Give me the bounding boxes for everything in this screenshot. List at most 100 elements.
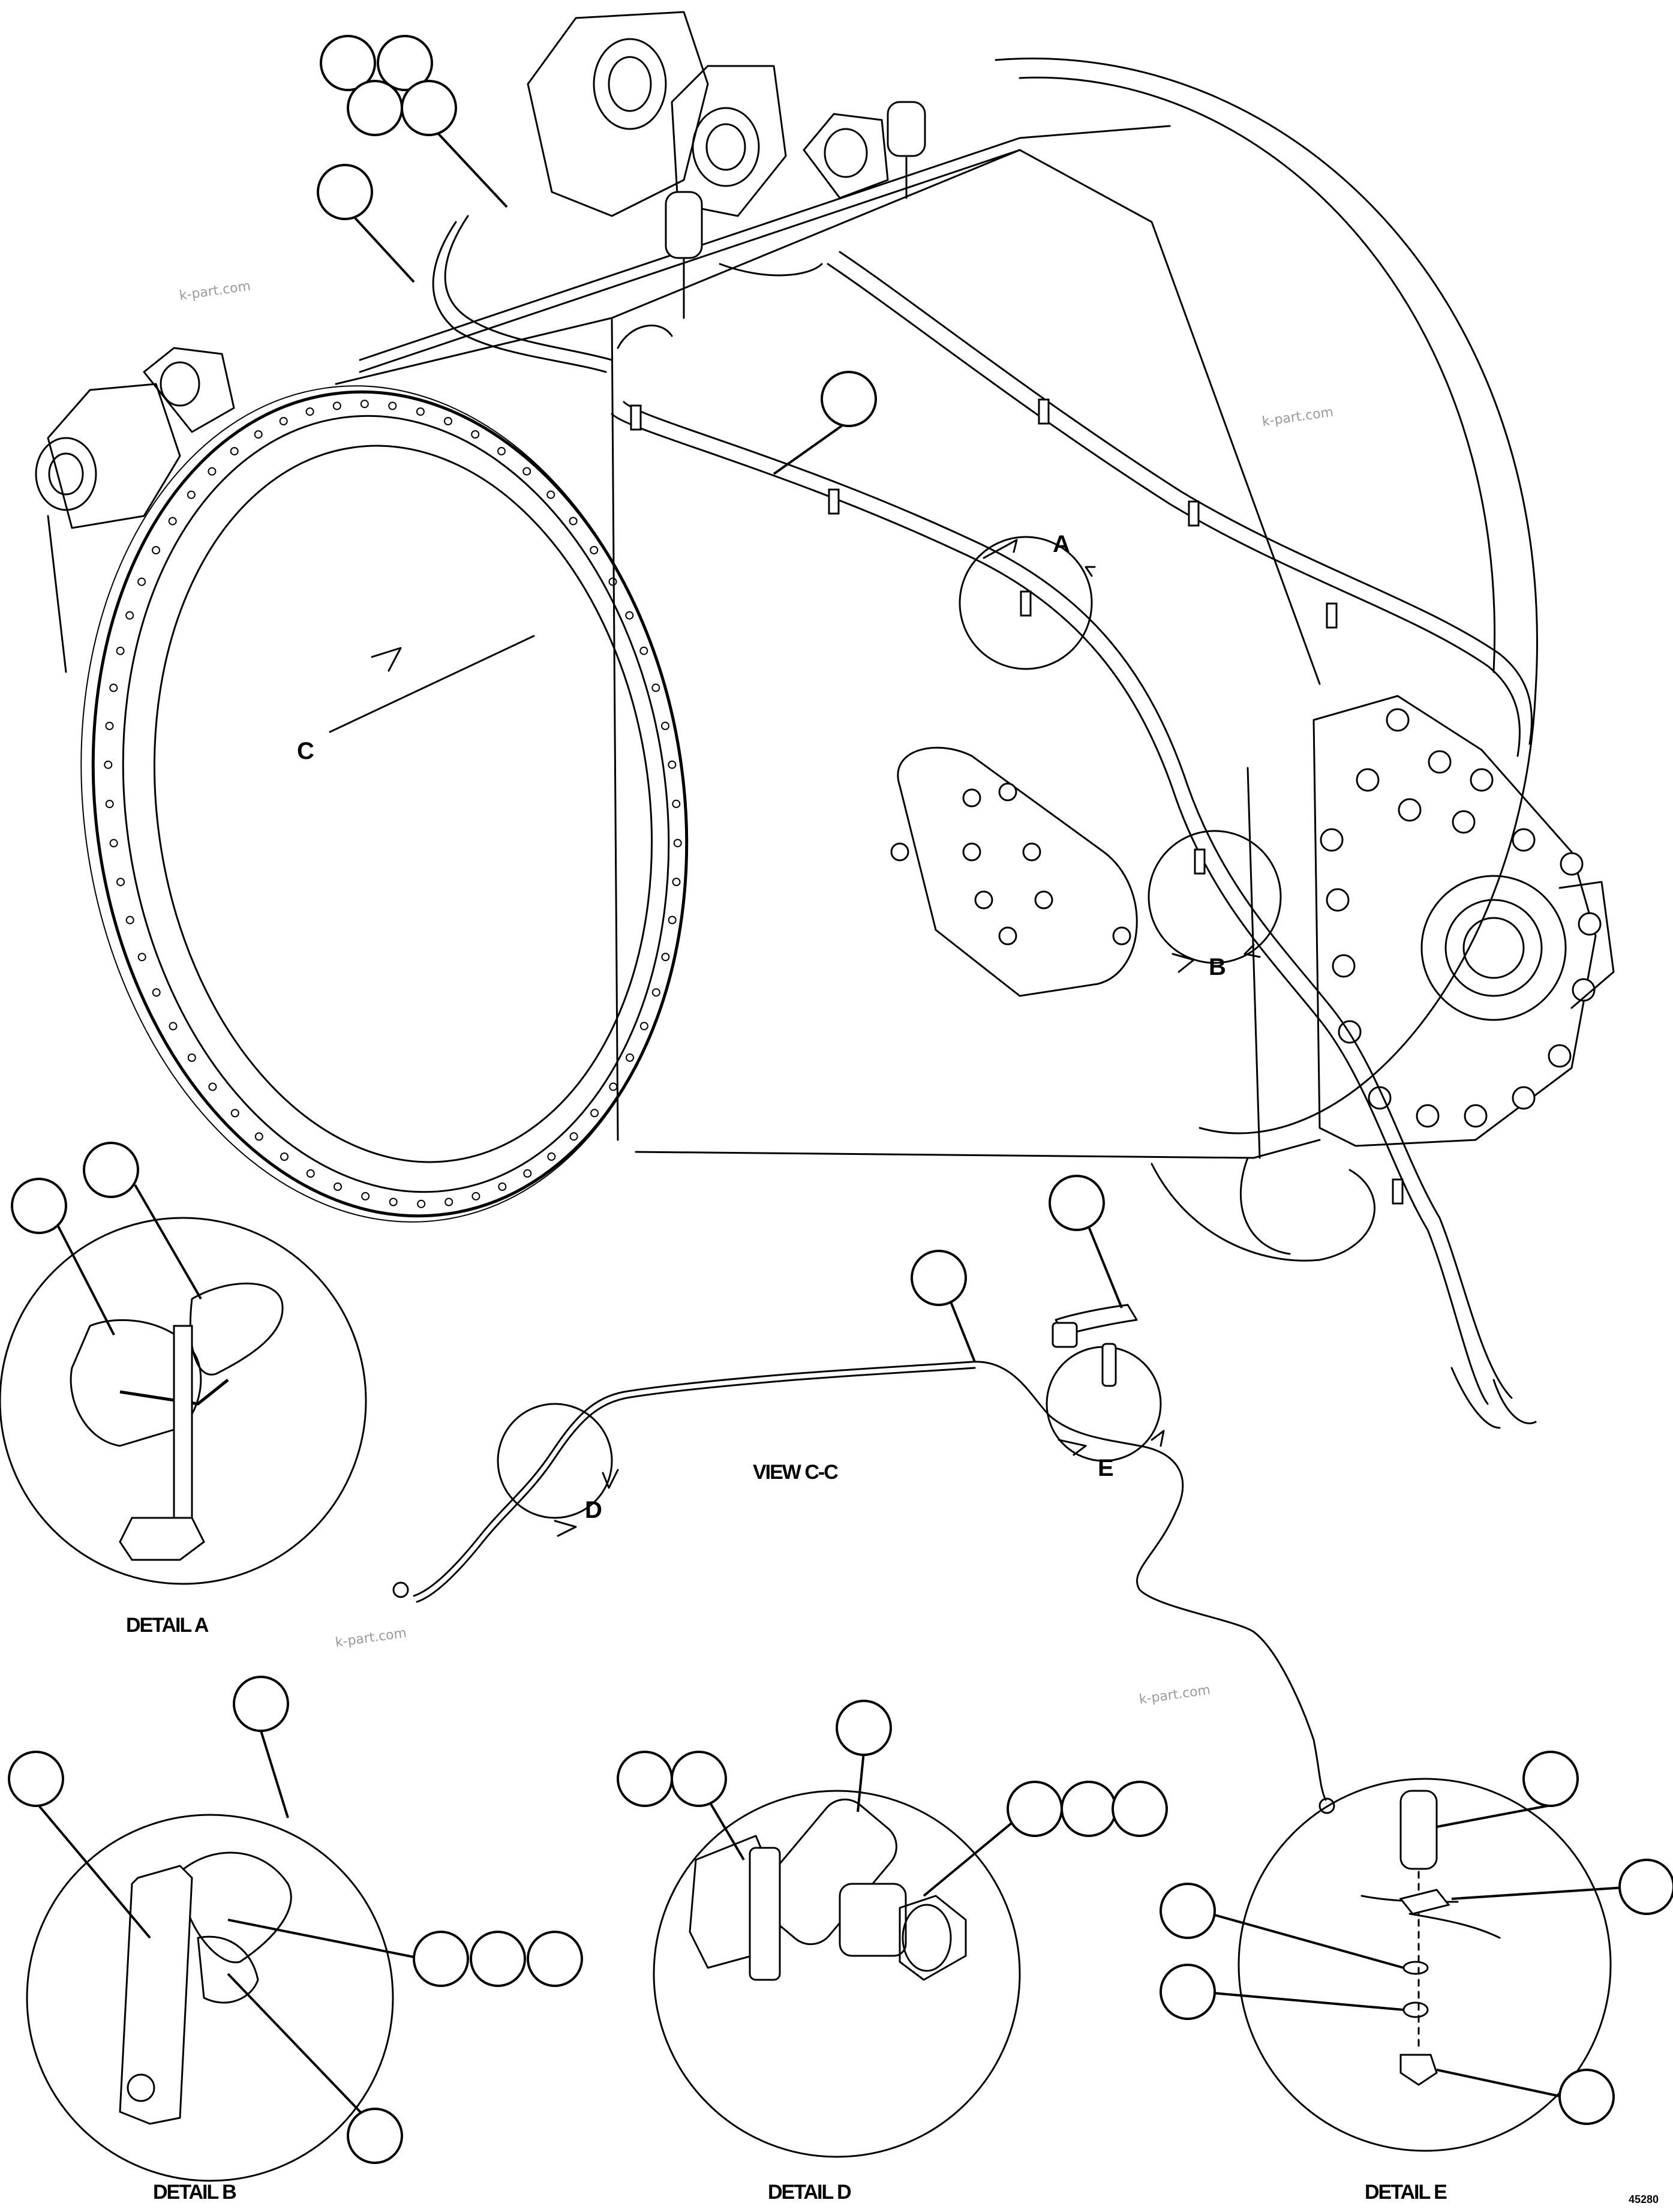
bolt-hole [625,611,634,620]
gearbox-bolts [1320,708,1602,1128]
bolt-hole [1034,890,1053,910]
bolt-hole [609,1082,618,1091]
bolt-hole [608,577,617,586]
bolt-hole [639,1022,648,1031]
main-assembly [35,11,1615,1429]
bolt-hole [569,517,578,526]
bolt-hole [137,577,146,586]
bolt-hole [109,839,118,848]
callout-balloon [317,164,373,220]
label-view-cc: VIEW C-C [753,1461,838,1484]
bolt-hole [523,1169,532,1178]
bolt-hole [471,430,480,439]
bolt-hole [626,1053,634,1062]
bolt-hole [1512,828,1536,852]
callout-balloon [413,1931,469,1987]
cover-plate-bolts [890,782,1131,946]
bolt-hole [962,788,981,808]
callout-balloon [8,1751,64,1807]
bolt-hole [416,407,425,416]
bolt-hole [546,490,555,499]
bolt-hole [105,800,114,809]
drawing-code: 45280 [1629,2193,1659,2205]
hose-clamp [1194,848,1206,875]
bolt-hole [105,722,114,730]
callout-balloon [821,371,877,427]
locator-circle-b [1148,830,1282,964]
watermark: k-part.com [1138,1683,1211,1707]
label-view-c: C [297,738,314,764]
callout-balloon [1618,1859,1673,1915]
hose-clamp [1188,500,1200,527]
bolt-hole [1548,1044,1572,1068]
bolt-hole [547,1152,556,1161]
bolt-hole [1320,828,1344,852]
watermark: k-part.com [178,279,251,304]
bolt-hole [1022,842,1041,862]
bolt-hole [152,546,160,555]
bolt-hole [305,407,314,416]
label-view-e: E [1098,1455,1114,1481]
bolt-hole [661,953,670,962]
bolt-hole [125,611,134,620]
watermark: k-part.com [1261,405,1334,430]
caption-detail-a: DETAIL A [126,1614,209,1637]
bolt-hole [974,890,993,910]
bolt-hole [360,400,369,409]
hose-clamp [630,404,642,431]
bolt-hole [661,721,669,730]
bolt-hole [280,1152,289,1161]
bolt-hole [169,1022,178,1031]
detail-b: DETAIL B [26,1814,394,2204]
bolt-hole [388,401,397,410]
bolt-hole [668,916,677,925]
bolt-hole [1560,852,1584,876]
callout-balloon [1160,1883,1216,1939]
callout-balloon [1049,1175,1105,1231]
label-view-d: D [585,1497,602,1523]
bolt-hole [651,683,660,692]
bolt-hole [361,1191,370,1200]
watermark: k-part.com [334,1626,407,1650]
bolt-hole [1452,810,1476,834]
bolt-hole [498,1182,507,1191]
label-view-a: A [1053,531,1070,557]
bolt-hole [230,447,239,456]
flange-bolt-holes [104,400,682,1208]
bolt-hole [590,1109,599,1118]
bolt-hole [1512,1086,1536,1110]
callout-balloon [1558,2069,1615,2125]
bolt-hole [104,760,113,769]
callout-balloon [320,35,376,91]
line-clamps [630,398,1404,1205]
callout-balloon [233,1676,289,1732]
bolt-hole [673,839,682,848]
bolt-hole [444,417,452,425]
bolt-hole [187,490,196,499]
bolt-hole [1428,750,1452,774]
callout-balloon [836,1700,892,1756]
callout-balloon [617,1751,673,1807]
bolt-hole [254,430,263,439]
hose-clamp [1392,1178,1404,1205]
callout-balloon [671,1751,727,1807]
bolt-hole [332,401,341,410]
bolt-hole [152,988,161,997]
bolt-hole [1356,768,1380,792]
locator-circle-a [959,536,1093,670]
bolt-hole [230,1109,239,1118]
caption-detail-b: DETAIL B [153,2181,236,2204]
callout-balloon [1007,1781,1063,1837]
bolt-hole [590,546,599,554]
hose-clamp [1326,602,1338,629]
bolt-hole [672,878,681,886]
bolt-hole [672,799,681,808]
bolt-hole [1470,768,1494,792]
bolt-hole [116,878,125,887]
bolt-hole [651,988,660,997]
hose-clamp [828,488,840,515]
view-cc-hose [392,1304,1335,1814]
bolt-hole [569,1132,578,1141]
bolt-hole [1572,978,1596,1002]
bolt-hole [639,646,648,655]
